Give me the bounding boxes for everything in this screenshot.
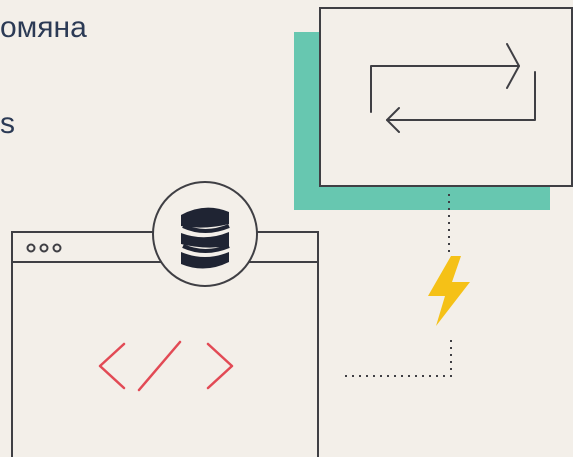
database-badge-circle [153, 182, 257, 286]
database-badge [153, 182, 257, 286]
sync-panel [294, 8, 572, 210]
database-icon [181, 208, 229, 269]
dotted-connector-bottom [345, 340, 451, 376]
lightning-icon [428, 256, 470, 326]
